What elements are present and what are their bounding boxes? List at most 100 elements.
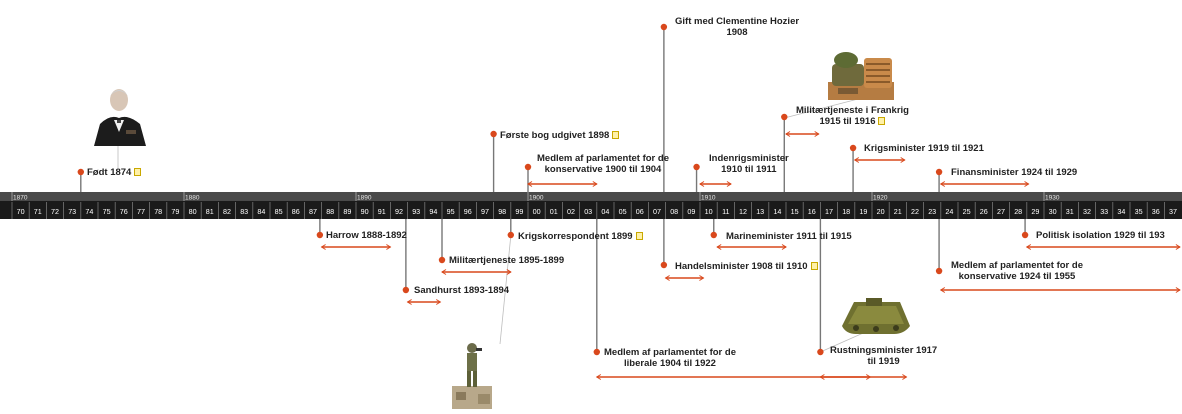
year-tick-label: 13 xyxy=(756,207,764,216)
event-label: Første bog udgivet 1898 xyxy=(500,130,609,141)
year-tick-label: 98 xyxy=(498,207,506,216)
year-tick-label: 23 xyxy=(928,207,936,216)
event-mp-conservative[interactable]: Medlem af parlamentet for de konservativ… xyxy=(537,153,669,175)
decade-label: 1920 xyxy=(873,195,888,202)
year-tick-label: 19 xyxy=(859,207,867,216)
event-label: Marineminister 1911 til 1915 xyxy=(726,231,852,242)
event-home-secretary[interactable]: Indenrigsminister 1910 til 1911 xyxy=(709,153,789,175)
event-label: Født 1874 xyxy=(87,167,131,178)
note-icon[interactable] xyxy=(636,232,643,240)
year-tick-label: 08 xyxy=(670,207,678,216)
year-tick-label: 09 xyxy=(687,207,695,216)
decade-label: 1890 xyxy=(357,195,372,202)
note-icon[interactable] xyxy=(134,168,141,176)
event-munitions-minister[interactable]: Rustningsminister 1917 til 1919 xyxy=(830,345,937,367)
decade-label: 1880 xyxy=(185,195,200,202)
marker-naval-minister xyxy=(711,232,717,238)
marker-birth xyxy=(78,169,84,175)
year-tick-label: 17 xyxy=(825,207,833,216)
marker-married xyxy=(661,24,667,30)
year-tick-label: 31 xyxy=(1066,207,1074,216)
marker-trade-minister xyxy=(661,262,667,268)
year-tick-label: 70 xyxy=(17,207,25,216)
event-chancellor[interactable]: Finansminister 1924 til 1929 xyxy=(951,167,1077,178)
year-tick-label: 32 xyxy=(1083,207,1091,216)
event-label: Gift med Clementine Hozier 1908 xyxy=(675,16,799,38)
year-tick-label: 35 xyxy=(1135,207,1143,216)
year-tick-label: 91 xyxy=(378,207,386,216)
year-tick-label: 76 xyxy=(120,207,128,216)
year-tick-label: 20 xyxy=(877,207,885,216)
event-political-isolation[interactable]: Politisk isolation 1929 til 193 xyxy=(1036,230,1165,241)
event-mp-conservative-2[interactable]: Medlem af parlamentet for de konservativ… xyxy=(951,260,1083,282)
marker-mp-liberal xyxy=(594,349,600,355)
marker-chancellor xyxy=(936,169,942,175)
marker-military1 xyxy=(439,257,445,263)
year-tick-label: 14 xyxy=(773,207,781,216)
marker-home-secretary xyxy=(693,164,699,170)
event-label: Militærtjeneste 1895-1899 xyxy=(449,255,564,266)
note-icon[interactable] xyxy=(878,117,885,125)
year-tick-label: 16 xyxy=(808,207,816,216)
year-tick-label: 10 xyxy=(705,207,713,216)
event-label: Militærtjeneste i Frankrig 1915 til 1916 xyxy=(796,105,909,127)
event-married[interactable]: Gift med Clementine Hozier 1908 xyxy=(675,16,799,38)
event-war-correspondent[interactable]: Krigskorrespondent 1899 xyxy=(518,231,643,242)
event-label: Indenrigsminister 1910 til 1911 xyxy=(709,153,789,175)
marker-munitions xyxy=(817,349,823,355)
ww1-tank-photo xyxy=(840,296,912,336)
event-mp-liberal[interactable]: Medlem af parlamentet for de liberale 19… xyxy=(604,347,736,369)
year-tick-label: 29 xyxy=(1031,207,1039,216)
year-tick-label: 34 xyxy=(1117,207,1125,216)
year-tick-label: 77 xyxy=(137,207,145,216)
year-tick-label: 85 xyxy=(275,207,283,216)
sandbag-trench-photo xyxy=(828,50,894,100)
event-sandhurst[interactable]: Sandhurst 1893-1894 xyxy=(414,285,509,296)
year-tick-label: 30 xyxy=(1049,207,1057,216)
event-trade-minister[interactable]: Handelsminister 1908 til 1910 xyxy=(675,261,818,272)
year-tick-label: 27 xyxy=(997,207,1005,216)
year-tick-label: 28 xyxy=(1014,207,1022,216)
event-label: Handelsminister 1908 til 1910 xyxy=(675,261,808,272)
marker-mp-conservative-2 xyxy=(936,268,942,274)
year-tick-label: 06 xyxy=(636,207,644,216)
decade-label: 1910 xyxy=(701,195,716,202)
event-naval-minister[interactable]: Marineminister 1911 til 1915 xyxy=(726,231,852,242)
event-military-service[interactable]: Militærtjeneste 1895-1899 xyxy=(449,255,564,266)
event-first-book[interactable]: Første bog udgivet 1898 xyxy=(500,130,619,141)
year-tick-label: 15 xyxy=(791,207,799,216)
marker-war-minister xyxy=(850,145,856,151)
year-tick-label: 75 xyxy=(103,207,111,216)
year-tick-label: 73 xyxy=(68,207,76,216)
event-war-minister[interactable]: Krigsminister 1919 til 1921 xyxy=(864,143,984,154)
note-icon[interactable] xyxy=(811,262,818,270)
event-france-service[interactable]: Militærtjeneste i Frankrig 1915 til 1916 xyxy=(796,105,909,127)
decade-strip xyxy=(0,192,1182,201)
year-tick-label: 33 xyxy=(1100,207,1108,216)
year-tick-label: 05 xyxy=(619,207,627,216)
note-icon[interactable] xyxy=(612,131,619,139)
event-label: Medlem af parlamentet for de konservativ… xyxy=(951,260,1083,282)
year-tick-label: 24 xyxy=(945,207,953,216)
marker-sandhurst xyxy=(403,287,409,293)
year-tick-label: 07 xyxy=(653,207,661,216)
marker-harrow xyxy=(317,232,323,238)
year-tick-label: 99 xyxy=(515,207,523,216)
year-tick-label: 80 xyxy=(189,207,197,216)
year-tick-label: 71 xyxy=(34,207,42,216)
year-tick-label: 82 xyxy=(223,207,231,216)
event-label: Finansminister 1924 til 1929 xyxy=(951,167,1077,178)
year-tick-label: 83 xyxy=(240,207,248,216)
year-tick-label: 36 xyxy=(1152,207,1160,216)
year-tick-label: 93 xyxy=(412,207,420,216)
event-harrow[interactable]: Harrow 1888-1892 xyxy=(326,230,407,241)
year-tick-label: 26 xyxy=(980,207,988,216)
year-tick-label: 89 xyxy=(343,207,351,216)
marker-france-service xyxy=(781,114,787,120)
marker-mp-conservative xyxy=(525,164,531,170)
year-tick-label: 97 xyxy=(481,207,489,216)
event-birth[interactable]: Født 1874 xyxy=(87,167,141,178)
year-tick-label: 90 xyxy=(361,207,369,216)
year-tick-label: 92 xyxy=(395,207,403,216)
